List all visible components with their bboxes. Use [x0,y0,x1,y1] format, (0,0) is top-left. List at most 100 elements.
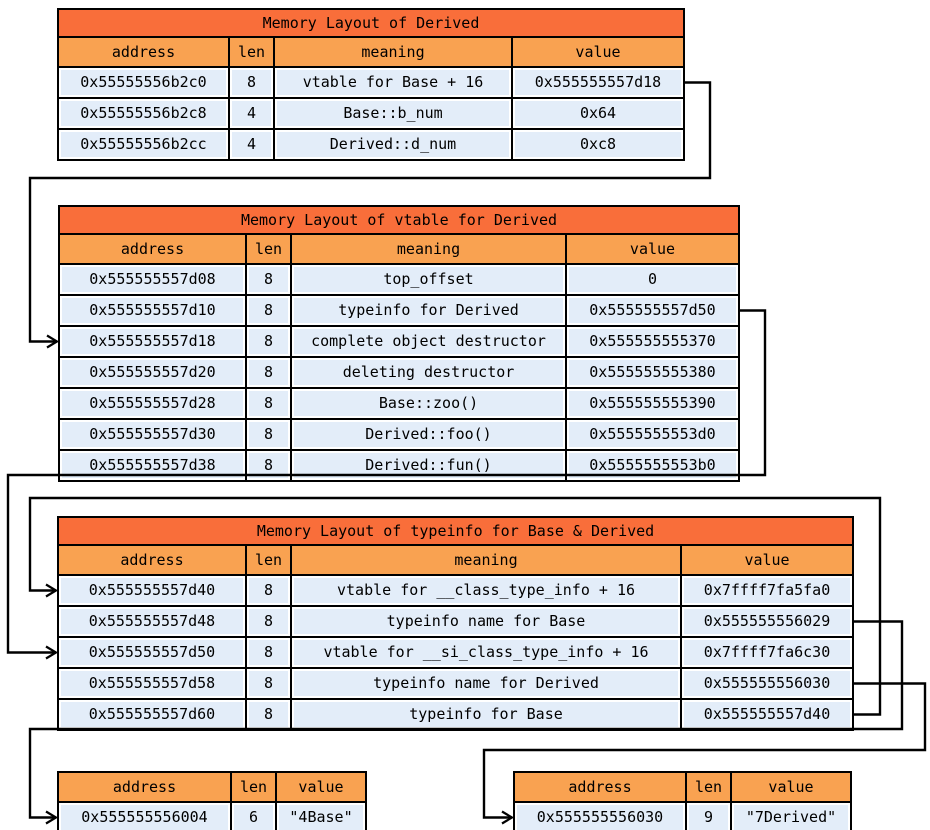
column-header-len: len [245,233,292,265]
cell-meaning: Base::zoo() [290,387,567,420]
column-header-len: len [685,771,732,803]
cell-len: 8 [245,636,292,669]
cell-meaning: Derived::fun() [290,449,567,482]
table-title: Memory Layout of vtable for Derived [57,205,741,235]
table-title: Memory Layout of typeinfo for Base & Der… [56,516,855,546]
column-header-address: address [513,771,687,803]
cell-address: 0x555555557d40 [57,574,247,607]
cell-address: 0x555555557d60 [57,698,247,731]
column-header-meaning: meaning [290,544,682,576]
table-title: Memory Layout of Derived [57,8,685,38]
cell-address: 0x55555556b2cc [57,128,230,161]
cell-meaning: deleting destructor [290,356,567,389]
column-header-meaning: meaning [273,36,513,68]
cell-meaning: Derived::foo() [290,418,567,451]
cell-meaning: vtable for __si_class_type_info + 16 [290,636,682,669]
cell-len: 8 [245,574,292,607]
cell-address: 0x555555557d10 [58,294,247,327]
cell-address: 0x555555557d28 [58,387,247,420]
cell-len: 8 [245,356,292,389]
cell-len: 8 [245,325,292,358]
column-header-address: address [58,233,247,265]
column-header-value: value [564,233,741,265]
cell-value: 0x555555555390 [564,387,741,420]
cell-len: 8 [245,263,292,296]
cell-meaning: complete object destructor [290,325,567,358]
cell-address: 0x555555557d20 [58,356,247,389]
column-header-len: len [228,36,275,68]
cell-len: 6 [230,801,277,830]
column-header-address: address [57,771,232,803]
cell-len: 4 [228,97,275,130]
cell-len: 8 [228,66,275,99]
cell-value: 0 [564,263,741,296]
cell-value: 0x5555555553b0 [564,449,741,482]
cell-meaning: Derived::d_num [273,128,513,161]
cell-value: "7Derived" [730,801,852,830]
cell-address: 0x555555557d08 [58,263,247,296]
column-header-address: address [57,36,230,68]
cell-meaning: top_offset [290,263,567,296]
cell-address: 0x555555556030 [513,801,687,830]
cell-len: 8 [245,449,292,482]
cell-meaning: typeinfo name for Derived [290,667,682,700]
cell-meaning: vtable for Base + 16 [273,66,513,99]
column-header-value: value [730,771,852,803]
cell-value: 0x555555557d50 [564,294,741,327]
cell-address: 0x55555556b2c0 [57,66,230,99]
cell-len: 8 [245,667,292,700]
cell-len: 8 [245,294,292,327]
cell-len: 9 [685,801,732,830]
cell-address: 0x55555556b2c8 [57,97,230,130]
cell-value: 0x555555556030 [679,667,855,700]
cell-len: 8 [245,418,292,451]
cell-value: 0x555555555370 [564,325,741,358]
cell-value: 0x555555557d40 [679,698,855,731]
cell-address: 0x555555556004 [57,801,232,830]
cell-value: "4Base" [275,801,367,830]
cell-address: 0x555555557d58 [57,667,247,700]
cell-meaning: typeinfo for Base [290,698,682,731]
cell-meaning: typeinfo for Derived [290,294,567,327]
cell-value: 0x555555556029 [679,605,855,638]
cell-value: 0x555555555380 [564,356,741,389]
cell-value: 0x7ffff7fa6c30 [679,636,855,669]
column-header-value: value [275,771,367,803]
cell-address: 0x555555557d48 [57,605,247,638]
cell-value: 0x64 [511,97,685,130]
cell-address: 0x555555557d30 [58,418,247,451]
cell-address: 0x555555557d50 [57,636,247,669]
column-header-meaning: meaning [290,233,567,265]
cell-value: 0x7ffff7fa5fa0 [679,574,855,607]
cell-value: 0x5555555553d0 [564,418,741,451]
cell-meaning: typeinfo name for Base [290,605,682,638]
cell-address: 0x555555557d18 [58,325,247,358]
column-header-len: len [245,544,292,576]
cell-len: 8 [245,698,292,731]
column-header-address: address [57,544,247,576]
cell-meaning: Base::b_num [273,97,513,130]
cell-len: 8 [245,387,292,420]
column-header-len: len [230,771,277,803]
